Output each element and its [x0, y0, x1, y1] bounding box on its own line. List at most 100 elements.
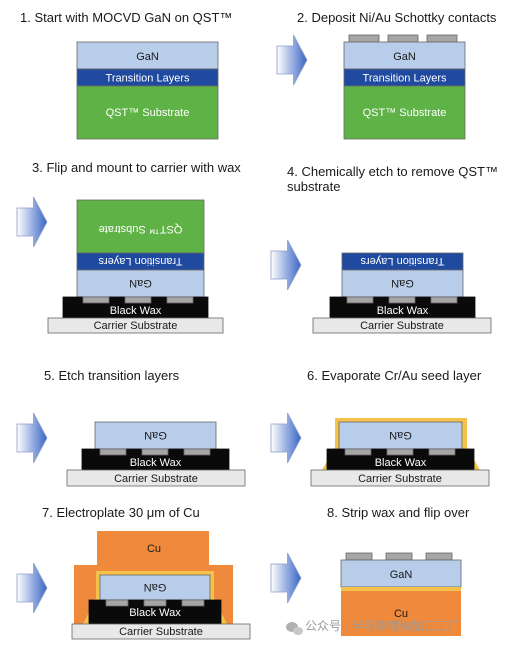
step-4-carrier-label: Carrier Substrate — [360, 320, 444, 332]
step-8-cu-label: Cu — [394, 608, 408, 620]
step-7-schottky-contact — [143, 599, 167, 607]
step-4-gan-layer — [341, 269, 464, 298]
step-4-transition-label: Transition Layers — [360, 255, 444, 267]
step-5-schottky-contact — [141, 448, 169, 456]
step-7-carrier-label: Carrier Substrate — [119, 626, 203, 638]
step-7-caption: 7. Electroplate 30 μm of Cu — [42, 505, 200, 520]
step-6-gan-label: GaN — [389, 429, 412, 441]
step-5-schottky-contact — [183, 448, 211, 456]
step-5-gan-layer — [94, 421, 217, 450]
step-5-caption: 5. Etch transition layers — [44, 368, 180, 383]
step-6: 6. Evaporate Cr/Au seed layer GaN Black … — [270, 368, 490, 487]
step-4-caption-line1: 4. Chemically etch to remove QST™ — [287, 164, 498, 179]
step-1-caption: 1. Start with MOCVD GaN on QST™ — [20, 10, 232, 25]
step-4-caption-line2: substrate — [287, 179, 340, 194]
arrow-right-icon — [16, 412, 48, 464]
step-5-carrier-substrate — [66, 469, 246, 487]
step-8-seed-layer — [341, 587, 461, 591]
arrow-shape — [276, 34, 308, 86]
watermark: 公众号 · 半导体微纳加工工厂 — [286, 619, 460, 635]
step-3-schottky-contact — [166, 296, 194, 304]
step-3: 3. Flip and mount to carrier with wax QS… — [16, 160, 241, 334]
step-2-caption: 2. Deposit Ni/Au Schottky contacts — [297, 10, 497, 25]
step-8-gan-layer — [340, 559, 462, 588]
arrow-right-icon — [16, 562, 48, 614]
step-6-schottky-contact — [344, 448, 372, 456]
step-5-gan-label: GaN — [144, 429, 167, 441]
step-8-schottky-contact — [385, 552, 413, 561]
step-2-gan-layer — [343, 41, 466, 70]
step-3-carrier-substrate — [47, 317, 224, 334]
step-3-gan-layer — [76, 269, 205, 298]
step-1-gan-label: GaN — [136, 51, 159, 63]
step-3-gan-label: GaN — [129, 277, 152, 289]
arrow-right-icon — [16, 196, 48, 248]
step-6-schottky-contact — [428, 448, 456, 456]
step-1-qst-label: QST™ Substrate — [106, 107, 190, 119]
step-4-gan-label: GaN — [391, 277, 414, 289]
step-5-carrier-label: Carrier Substrate — [114, 473, 198, 485]
step-8-gan-label: GaN — [390, 569, 413, 581]
step-6-schottky-contact — [386, 448, 414, 456]
arrow-shape — [16, 196, 48, 248]
step-1-transition-label: Transition Layers — [106, 73, 190, 85]
step-2-schottky-contact — [426, 34, 458, 43]
step-5: 5. Etch transition layers GaN Black Wax … — [16, 368, 246, 487]
step-8-caption: 8. Strip wax and flip over — [327, 505, 470, 520]
step-5-schottky-contact — [99, 448, 127, 456]
step-6-caption: 6. Evaporate Cr/Au seed layer — [307, 368, 482, 383]
watermark-text: 公众号 · 半导体微纳加工工厂 — [305, 619, 460, 633]
step-3-caption: 3. Flip and mount to carrier with wax — [32, 160, 241, 175]
step-2-transition-label: Transition Layers — [363, 73, 447, 85]
step-3-transition-label: Transition Layers — [98, 255, 182, 267]
step-7-carrier-substrate — [71, 623, 251, 640]
step-2: 2. Deposit Ni/Au Schottky contacts GaN T… — [276, 10, 497, 140]
step-3-qst-substrate — [76, 199, 205, 254]
step-1: 1. Start with MOCVD GaN on QST™ GaN Tran… — [20, 10, 232, 140]
step-4-schottky-contact — [346, 296, 374, 304]
step-8: 8. Strip wax and flip over GaN Cu — [270, 505, 470, 636]
arrow-right-icon — [270, 552, 302, 604]
step-7-gan-label: GaN — [144, 581, 167, 593]
arrow-shape — [16, 412, 48, 464]
step-4: 4. Chemically etch to remove QST™ substr… — [270, 164, 498, 334]
arrow-shape — [270, 412, 302, 464]
step-4-schottky-contact — [388, 296, 416, 304]
step-7-schottky-contact — [181, 599, 205, 607]
step-6-wax-label: Black Wax — [375, 457, 427, 469]
step-5-wax-label: Black Wax — [130, 457, 182, 469]
step-4-schottky-contact — [430, 296, 458, 304]
step-8-copper-layer — [341, 591, 461, 636]
arrow-right-icon — [276, 34, 308, 86]
step-2-gan-label: GaN — [393, 51, 416, 63]
step-2-schottky-contact — [387, 34, 419, 43]
step-3-schottky-contact — [124, 296, 152, 304]
step-6-carrier-substrate — [310, 469, 490, 487]
step-6-carrier-label: Carrier Substrate — [358, 473, 442, 485]
arrow-shape — [270, 239, 302, 291]
step-3-schottky-contact — [82, 296, 110, 304]
step-8-schottky-contact — [425, 552, 453, 561]
step-7: 7. Electroplate 30 μm of Cu Cu GaN Black… — [16, 505, 251, 640]
arrow-right-icon — [270, 412, 302, 464]
step-2-schottky-contact — [348, 34, 380, 43]
step-8-schottky-contact — [345, 552, 373, 561]
step-2-qst-label: QST™ Substrate — [363, 107, 447, 119]
step-6-gan-layer — [338, 421, 463, 450]
wechat-icon — [286, 622, 303, 635]
step-3-qst-label: QST™ Substrate — [99, 223, 183, 235]
arrow-shape — [270, 552, 302, 604]
step-7-schottky-contact — [105, 599, 129, 607]
arrow-right-icon — [270, 239, 302, 291]
step-7-cu-label: Cu — [147, 543, 161, 555]
step-3-carrier-label: Carrier Substrate — [94, 320, 178, 332]
step-4-wax-label: Black Wax — [377, 305, 429, 317]
step-1-gan-layer — [76, 41, 219, 70]
step-4-carrier-substrate — [312, 317, 492, 334]
arrow-shape — [16, 562, 48, 614]
step-7-wax-label: Black Wax — [129, 607, 181, 619]
step-2-qst-substrate — [343, 85, 466, 140]
step-1-qst-substrate — [76, 85, 219, 140]
step-3-wax-label: Black Wax — [110, 305, 162, 317]
